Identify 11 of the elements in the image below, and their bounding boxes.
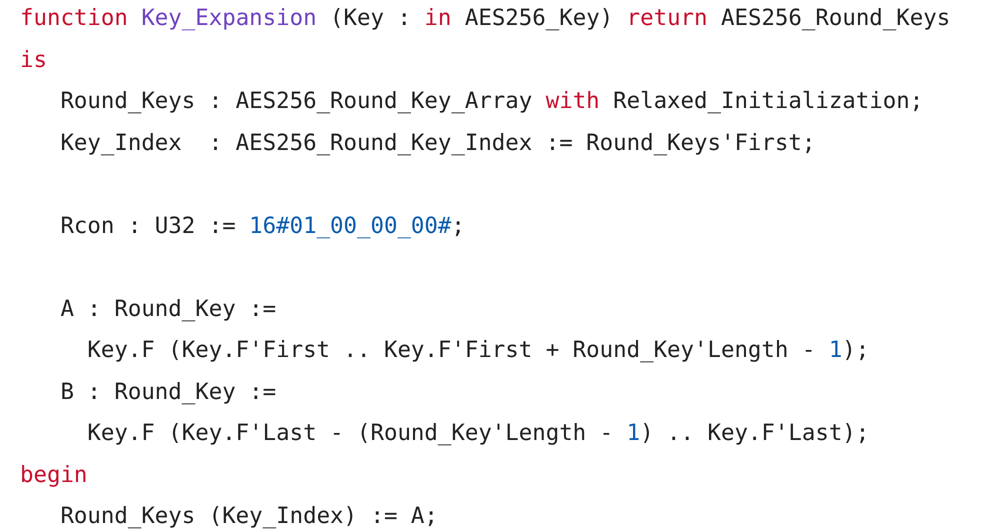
- code-line: begin: [20, 461, 88, 490]
- code-line: A : Round_Key :=: [60, 295, 276, 324]
- code-line: Key_Index : AES256_Round_Key_Index := Round_Keys'First;: [60, 129, 816, 158]
- code-line: Rcon : U32 := 16#01_00_00_00#;: [60, 212, 465, 241]
- code-line: B : Round_Key :=: [60, 378, 276, 407]
- code-line: is: [20, 46, 47, 75]
- code-line: Round_Keys (Key_Index) := A;: [60, 502, 438, 531]
- code-line: function Key_Expansion (Key : in AES256_Key) return AES256_Round_Keys: [20, 4, 950, 33]
- code-line: Key.F (Key.F'First .. Key.F'First + Round_Key'Length - 1);: [87, 336, 870, 365]
- code-line: Key.F (Key.F'Last - (Round_Key'Length - 1) .. Key.F'Last);: [87, 419, 870, 448]
- code-line: Round_Keys : AES256_Round_Key_Array with Relaxed_Initialization;: [60, 87, 924, 116]
